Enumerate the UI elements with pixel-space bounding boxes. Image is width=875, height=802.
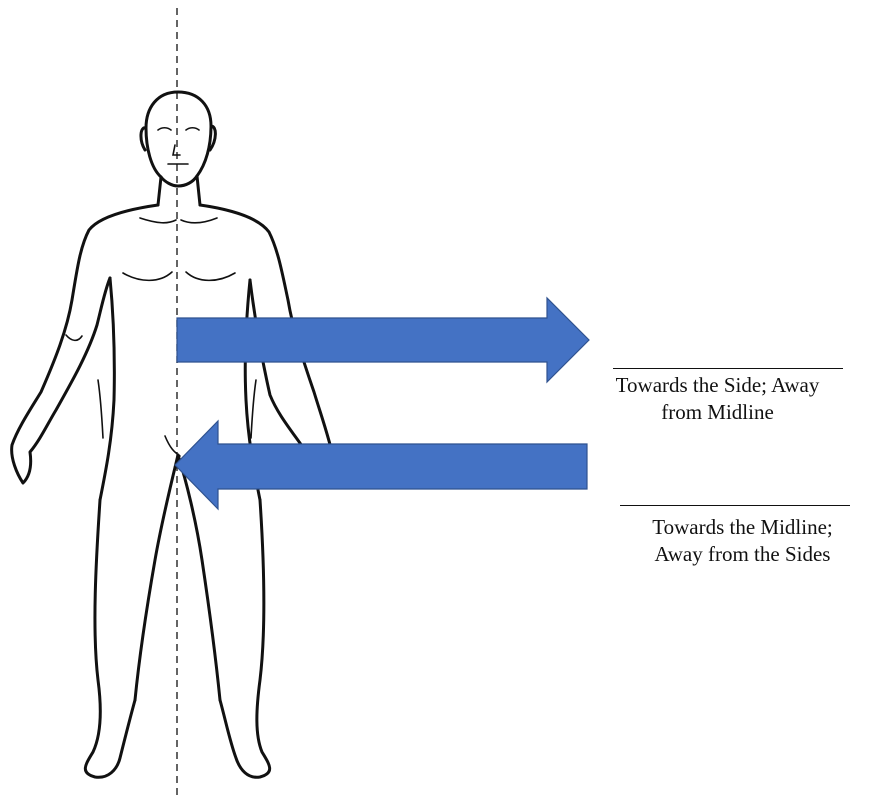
label-medial-line1: Towards the Midline; (610, 514, 875, 541)
label-lateral: Towards the Side; Away from Midline (560, 372, 875, 426)
label-medial-line2: Away from the Sides (610, 541, 875, 568)
answer-blank-lateral (613, 368, 843, 369)
body-detail-lines (66, 128, 306, 456)
answer-blank-medial (620, 505, 850, 506)
label-medial: Towards the Midline; Away from the Sides (610, 514, 875, 568)
label-lateral-line1: Towards the Side; Away (560, 372, 875, 399)
arrow-left-icon (175, 421, 587, 509)
arrow-right-icon (177, 298, 589, 382)
human-body-icon (12, 92, 335, 777)
label-lateral-line2: from Midline (560, 399, 875, 426)
